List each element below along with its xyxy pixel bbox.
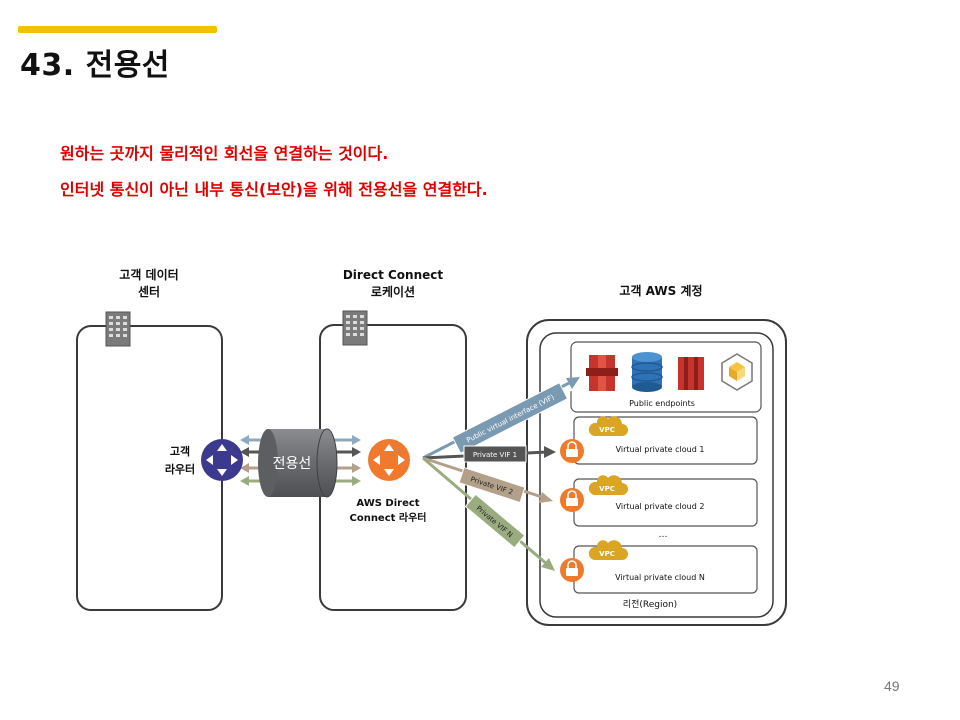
direct-connect-location-label: Direct Connect 로케이션 bbox=[343, 268, 444, 299]
router-icon bbox=[368, 439, 410, 481]
lock-icon bbox=[560, 488, 584, 512]
public-endpoints-label: Public endpoints bbox=[629, 399, 695, 408]
private-vif-1-label: Private VIF 1 bbox=[463, 445, 527, 463]
svg-text:VPC: VPC bbox=[599, 485, 615, 493]
customer-router-label: 고객 라우터 bbox=[165, 444, 195, 476]
vpc-cloud-icon: VPC bbox=[588, 540, 628, 560]
public-endpoints-box bbox=[570, 341, 762, 413]
glacier-icon bbox=[678, 357, 704, 390]
aws-router-label: AWS Direct Connect 라우터 bbox=[349, 498, 426, 524]
building-icon bbox=[342, 310, 368, 346]
svg-text:라우터: 라우터 bbox=[165, 462, 195, 476]
aws-account-label: 고객 AWS 계정 bbox=[619, 283, 702, 298]
sqs-icon bbox=[721, 353, 753, 391]
vpc-cloud-icon: VPC bbox=[588, 475, 628, 495]
svg-text:Private VIF 1: Private VIF 1 bbox=[473, 451, 517, 459]
svg-text:센터: 센터 bbox=[138, 284, 160, 299]
router-icon bbox=[201, 439, 243, 481]
region-label: 리전(Region) bbox=[623, 599, 677, 610]
svg-text:고객: 고객 bbox=[170, 444, 190, 458]
s3-icon bbox=[586, 355, 618, 391]
dynamodb-icon bbox=[631, 352, 663, 392]
svg-text:Virtual private cloud 1: Virtual private cloud 1 bbox=[616, 445, 705, 454]
dedicated-line-label: 전용선 bbox=[273, 456, 312, 472]
page-title: 43. 전용선 bbox=[20, 48, 170, 83]
lock-icon bbox=[560, 558, 584, 582]
svg-text:Direct Connect: Direct Connect bbox=[343, 268, 444, 282]
title-accent-bar bbox=[18, 26, 217, 33]
svg-text:VPC: VPC bbox=[599, 550, 615, 558]
private-vif-n-label: Private VIF N bbox=[464, 493, 526, 549]
lock-icon bbox=[560, 439, 584, 463]
svg-text:로케이션: 로케이션 bbox=[371, 284, 415, 299]
dedicated-line-cable: 전용선 bbox=[258, 428, 338, 498]
page-number: 49 bbox=[884, 678, 900, 694]
svg-text:Virtual private cloud N: Virtual private cloud N bbox=[615, 573, 705, 582]
vpc-cloud-icon: VPC bbox=[588, 416, 628, 436]
customer-dc-box bbox=[76, 325, 223, 611]
svg-text:Virtual private cloud 2: Virtual private cloud 2 bbox=[616, 502, 705, 511]
svg-text:Connect 라우터: Connect 라우터 bbox=[349, 511, 426, 524]
svg-text:VPC: VPC bbox=[599, 426, 615, 434]
vpc-ellipsis: … bbox=[659, 530, 668, 540]
description-line-2: 인터넷 통신이 아닌 내부 통신(보안)을 위해 전용선을 연결한다. bbox=[60, 180, 488, 199]
svg-text:AWS Direct: AWS Direct bbox=[356, 498, 419, 509]
svg-text:고객 데이터: 고객 데이터 bbox=[119, 267, 178, 282]
description-line-1: 원하는 곳까지 물리적인 회선을 연결하는 것이다. bbox=[60, 144, 389, 163]
building-icon bbox=[105, 311, 131, 347]
customer-dc-label: 고객 데이터 센터 bbox=[119, 267, 178, 299]
